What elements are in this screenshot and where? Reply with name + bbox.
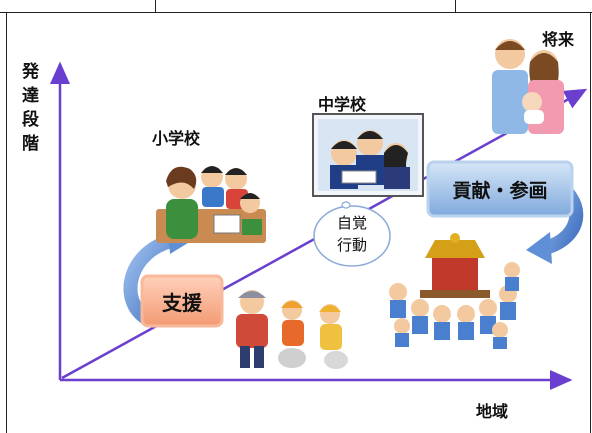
- bubble-line-2: 行動: [336, 236, 367, 254]
- future-family-illustration: [492, 39, 564, 134]
- contribution-box: 貢献・参画: [452, 180, 548, 202]
- bubble-line-1: 自覚: [336, 214, 367, 232]
- table-left-border: [6, 12, 7, 433]
- junior-high-illustration: [312, 113, 424, 197]
- awareness-bubble: 自覚 行動: [326, 212, 378, 256]
- elementary-classroom-illustration: [156, 166, 266, 243]
- support-box-shape: [140, 274, 224, 328]
- table-top-cell: [0, 0, 592, 13]
- table-divider: [455, 0, 456, 12]
- future-label: 将来: [542, 30, 575, 49]
- table-divider: [155, 0, 156, 12]
- festival-illustration: [389, 233, 520, 349]
- awareness-bubble-shape: [313, 201, 391, 267]
- cleanup-activity-illustration: [236, 290, 348, 369]
- elementary-label: 小学校: [152, 129, 201, 148]
- table-right-border: [590, 12, 591, 433]
- support-box: 支援: [162, 291, 202, 315]
- x-axis-label: 地域: [476, 402, 509, 421]
- y-axis-label: 発達段階: [22, 62, 39, 154]
- contribution-box-shape: [426, 160, 574, 218]
- contribution-arrow-head: [526, 232, 552, 264]
- junior-high-label: 中学校: [318, 95, 367, 114]
- support-curve-arrow: [123, 233, 182, 325]
